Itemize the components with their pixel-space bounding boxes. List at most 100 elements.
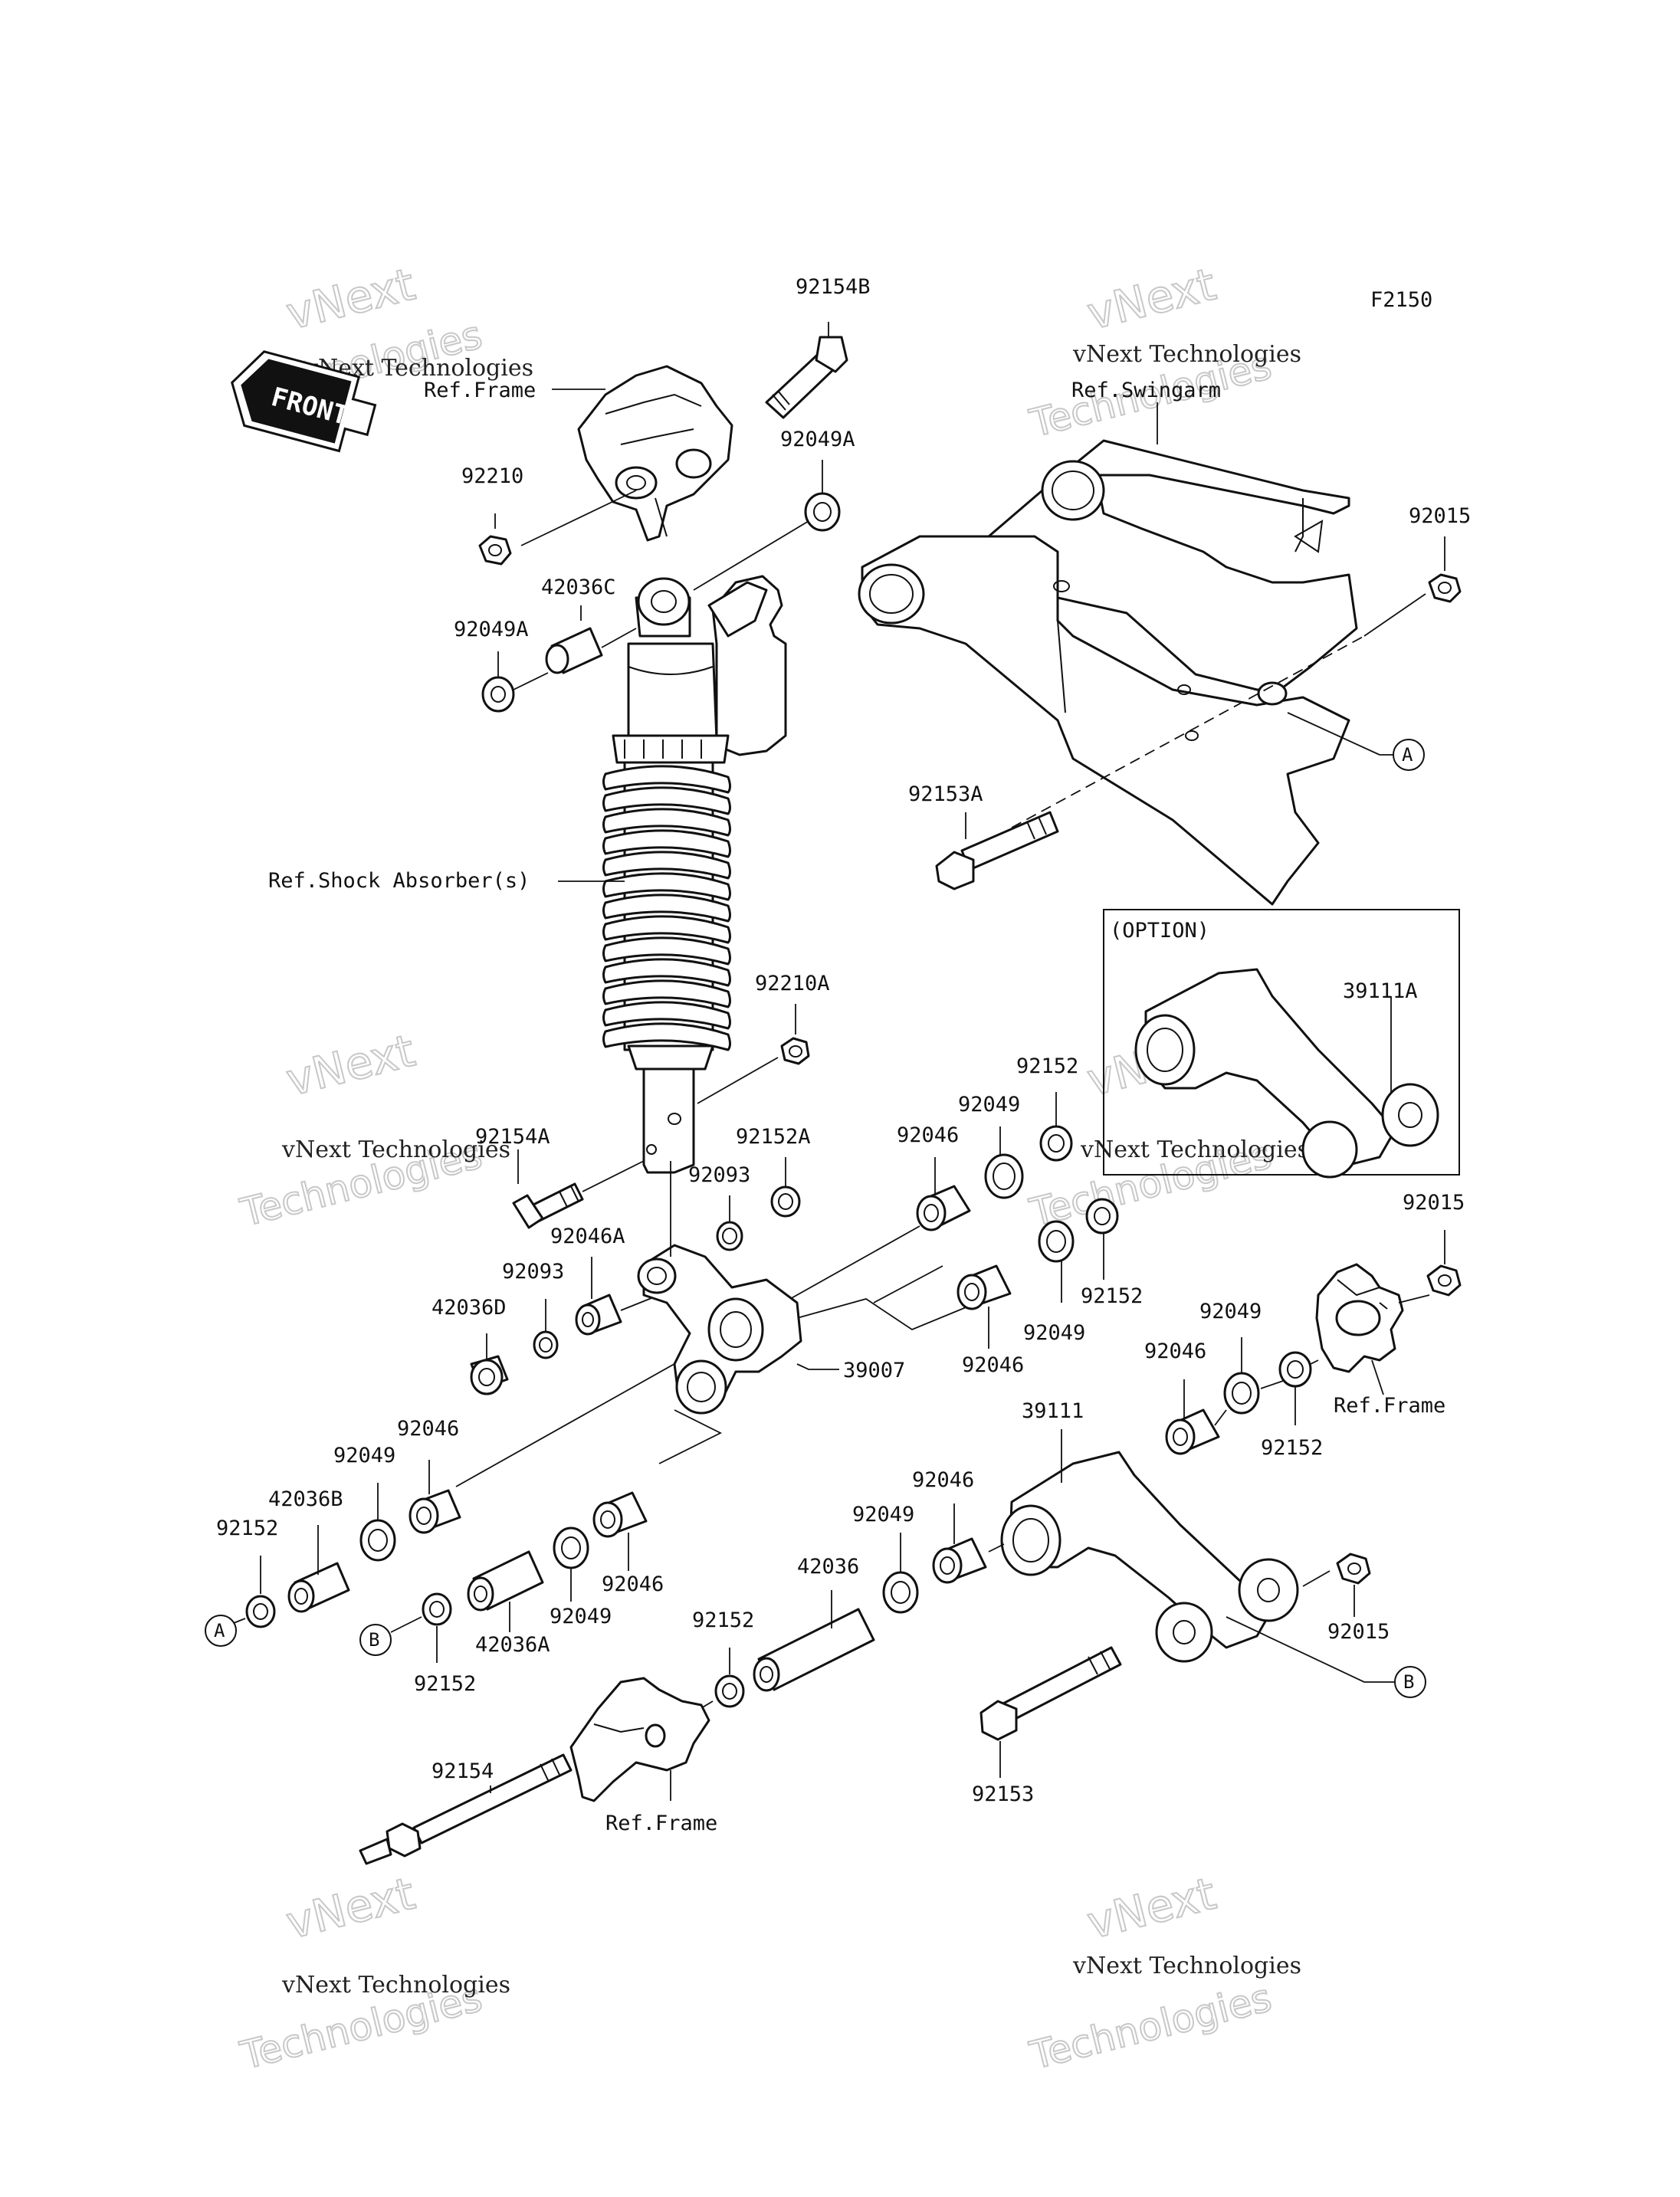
spring-coil <box>602 786 731 815</box>
bolt-92154B <box>765 322 848 419</box>
spring-coil <box>602 765 731 794</box>
seal-92049A-left <box>481 651 549 713</box>
label-92154: 92154 <box>431 1759 494 1783</box>
front-arrow-icon: FRONT <box>231 350 377 453</box>
bolt-92154A <box>512 1149 645 1229</box>
label-42036A: 42036A <box>475 1633 550 1657</box>
label-92152-m: 92152 <box>414 1672 476 1696</box>
watermark-bottom-left: vNext Technologies vNext Technologies <box>235 1867 510 2079</box>
option-box: (OPTION) <box>1103 909 1460 1179</box>
label-92046-b: 92046 <box>962 1353 1024 1377</box>
label-92093-b: 92093 <box>502 1260 564 1284</box>
seal-92093-b <box>533 1299 559 1359</box>
bearing-92046-l <box>409 1460 461 1534</box>
part-number-labels: 92154B 92210 92049A 42036C 92049A 92015 … <box>216 275 1471 1806</box>
seal-92049-a <box>984 1126 1024 1199</box>
label-92152A: 92152A <box>736 1125 811 1149</box>
collar-42036A <box>467 1550 544 1632</box>
ref-frame-bottom: Ref.Frame <box>605 1812 717 1835</box>
label-92154A: 92154A <box>475 1125 550 1149</box>
label-92049-b: 92049 <box>1023 1321 1085 1345</box>
nut-92015-right <box>1426 1230 1462 1297</box>
spring-coil <box>602 979 731 1008</box>
frame-bracket-bottom <box>569 1677 710 1802</box>
label-92210A: 92210A <box>755 972 830 995</box>
bearing-92046-n <box>932 1503 1005 1584</box>
seal-92049A-top <box>693 460 841 591</box>
washer-92152-c <box>1278 1351 1319 1425</box>
shock-spring <box>602 765 731 1051</box>
label-92152-b: 92152 <box>1081 1284 1143 1308</box>
watermark-big-a: vNext <box>281 1867 420 1949</box>
bolt-92153A <box>935 811 1059 890</box>
collar-42036B <box>287 1525 350 1613</box>
seal-92049-n <box>882 1533 919 1614</box>
watermark-line: vNext Technologies <box>281 1972 510 1999</box>
label-92154B: 92154B <box>796 275 871 299</box>
ref-frame-top: Ref.Frame <box>424 379 536 402</box>
collar-42036D <box>470 1333 509 1395</box>
bearing-92046A <box>575 1257 660 1336</box>
watermark-line: vNext Technologies <box>1072 341 1301 368</box>
collar-42036C <box>545 605 637 674</box>
watermark-big-b: Technologies <box>1025 1976 1276 2078</box>
bearing-92046-b <box>956 1264 1012 1349</box>
label-92015-top: 92015 <box>1409 504 1471 528</box>
washer-92152-n <box>693 1648 745 1713</box>
label-39111A: 39111A <box>1343 979 1418 1003</box>
label-92046-n: 92046 <box>912 1468 974 1492</box>
bearing-92046-c <box>1165 1379 1227 1455</box>
svg-text:B: B <box>1403 1671 1414 1693</box>
watermark-big-a: vNext <box>281 258 420 340</box>
nut-92210A <box>697 1004 810 1104</box>
tie-rod-39111 <box>1000 1429 1395 1683</box>
label-92046A: 92046A <box>550 1225 625 1248</box>
label-92049A-left: 92049A <box>454 618 529 641</box>
label-92210: 92210 <box>461 464 523 488</box>
watermark-big-a: vNext <box>281 1025 420 1107</box>
watermark-top-right: vNext Technologies vNext Technologies <box>1025 257 1301 447</box>
spring-coil <box>602 1001 731 1030</box>
nut-92015-bottom <box>1336 1553 1371 1617</box>
spring-coil <box>602 915 731 944</box>
label-42036: 42036 <box>797 1555 859 1579</box>
seal-92049-b <box>1038 1220 1075 1303</box>
washer-92152-b <box>1085 1198 1119 1280</box>
bolt-92153 <box>979 1646 1122 1778</box>
spring-coil <box>602 958 731 987</box>
label-42036B: 42036B <box>268 1487 343 1511</box>
seal-92049-c <box>1223 1337 1288 1415</box>
label-92049-m: 92049 <box>550 1605 612 1628</box>
ref-shock-absorber: Ref.Shock Absorber(s) <box>268 869 530 893</box>
label-92046-c: 92046 <box>1144 1340 1206 1363</box>
label-92049-l: 92049 <box>333 1444 395 1467</box>
label-92152-l: 92152 <box>216 1517 278 1540</box>
rocker-arm-39007 <box>637 1161 839 1464</box>
spring-coil <box>602 851 731 880</box>
label-92046-a: 92046 <box>897 1123 959 1147</box>
washer-92152-a <box>1039 1092 1073 1162</box>
callout-a-top: A <box>1380 739 1425 771</box>
washer-92152-m <box>390 1592 452 1663</box>
seal-92049-l <box>359 1483 396 1562</box>
bolt-92154 <box>359 1753 573 1865</box>
ref-frame-right: Ref.Frame <box>1334 1394 1445 1418</box>
watermark-line: vNext Technologies <box>281 1136 510 1163</box>
svg-text:A: A <box>1402 744 1413 766</box>
watermark-mid-left: vNext Technologies vNext Technologies <box>235 1024 510 1236</box>
nut-92015-top <box>1363 536 1462 637</box>
ref-swingarm: Ref.Swingarm <box>1071 379 1221 402</box>
washer-92152A <box>770 1157 801 1218</box>
watermark-line: vNext Technologies <box>1080 1136 1309 1163</box>
label-39111: 39111 <box>1022 1399 1084 1423</box>
frame-bracket-right <box>1315 1263 1430 1395</box>
option-label: (OPTION) <box>1110 919 1209 943</box>
watermark-bottom-right: vNext Technologies vNext Technologies <box>1025 1867 1301 2079</box>
watermark-big-a: vNext <box>1082 258 1221 340</box>
callout-b-right: B <box>1394 1666 1426 1698</box>
spring-coil <box>602 829 731 858</box>
label-42036D: 42036D <box>431 1296 507 1320</box>
label-92093-a: 92093 <box>688 1163 750 1187</box>
label-92046-l: 92046 <box>397 1417 459 1441</box>
swingarm <box>858 439 1380 906</box>
